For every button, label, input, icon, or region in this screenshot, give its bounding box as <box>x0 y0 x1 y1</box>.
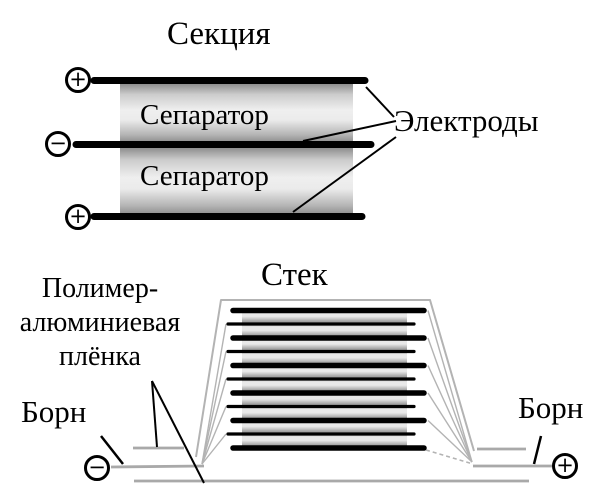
section-plus-terminal-bottom-icon: + <box>65 204 91 230</box>
minus-sign: − <box>49 131 67 155</box>
film-lead-lines <box>110 446 552 483</box>
film-label-line-1: Полимер- <box>41 273 159 304</box>
stack-thick-electrode-bars <box>230 307 427 451</box>
section-diagram <box>72 77 397 220</box>
film-label-line-3: плёнка <box>59 341 141 372</box>
separator-bottom-label: Сепаратор <box>140 160 269 192</box>
right-film-fan-lines <box>427 310 473 463</box>
electrodes-leader-line-middle <box>302 120 397 142</box>
film-label-leader-line-2 <box>151 380 205 484</box>
stack-minus-terminal-icon: − <box>84 455 110 481</box>
section-minus-terminal-icon: − <box>45 131 71 157</box>
electrodes-label: Электроды <box>394 103 539 138</box>
film-label-line-2: алюминиевая <box>19 307 181 338</box>
stack-diagram <box>100 299 552 484</box>
separator-bottom-fill <box>120 148 353 214</box>
film-wrap-outline <box>195 299 475 458</box>
born-left-label: Борн <box>21 394 87 429</box>
stack-plus-terminal-icon: + <box>552 453 578 479</box>
born-right-leader-line <box>532 435 543 465</box>
film-line-left-lead <box>110 464 205 469</box>
section-plus-terminal-top-icon: + <box>65 67 91 93</box>
film-label-leader-line-1 <box>151 380 158 448</box>
electrodes-leader-line-bottom <box>292 136 397 213</box>
stack-thin-electrode-bars <box>226 322 416 436</box>
born-right-label: Борн <box>518 390 584 425</box>
plus-sign: + <box>556 453 574 477</box>
plus-sign: + <box>69 67 87 91</box>
plus-sign: + <box>69 204 87 228</box>
stack-title: Стек <box>261 257 328 293</box>
hidden-film-edge-dashed-line <box>425 449 474 465</box>
electrodes-leader-line-top <box>365 86 395 118</box>
separator-top-label: Сепаратор <box>140 99 269 131</box>
born-left-leader-line <box>100 435 124 465</box>
separator-top-fill <box>120 84 353 142</box>
section-title: Секция <box>167 16 271 52</box>
minus-sign: − <box>88 455 106 479</box>
left-film-fan-lines <box>201 323 227 465</box>
film-label: Полимер- алюминиевая плёнка <box>5 272 195 374</box>
